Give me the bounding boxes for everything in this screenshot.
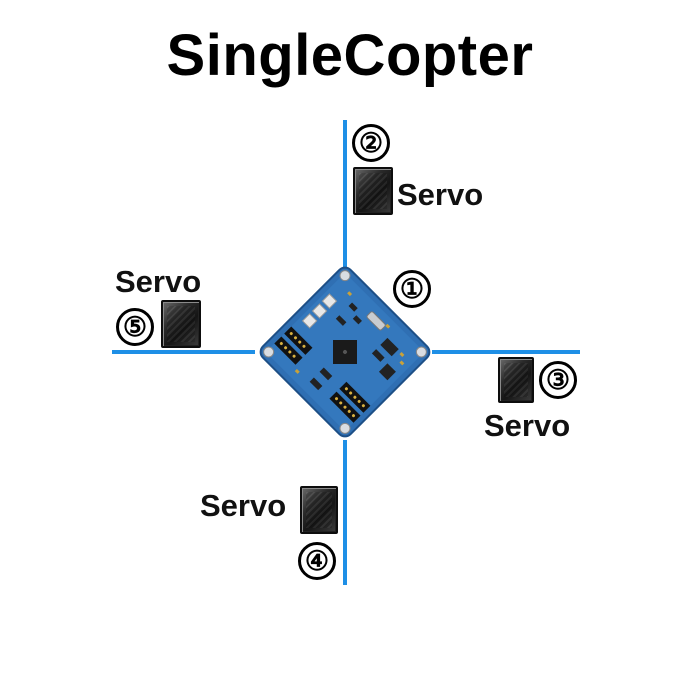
- board-number-badge: ①: [393, 270, 431, 308]
- servo-3-icon: [498, 357, 534, 403]
- servo-4-number: ④: [298, 542, 336, 580]
- servo-3-number: ③: [539, 361, 577, 399]
- servo-4-label: Servo: [200, 488, 287, 523]
- diagram-title: SingleCopter: [166, 23, 534, 88]
- servo-5-label: Servo: [115, 264, 202, 299]
- servo-5-icon: [161, 300, 201, 348]
- servo-4-icon: [300, 486, 338, 534]
- servo-2-icon: [353, 167, 393, 215]
- flight-controller-board: [259, 266, 431, 438]
- servo-2-label: Servo: [397, 177, 484, 212]
- servo-2-number: ②: [352, 124, 390, 162]
- servo-5-number: ⑤: [116, 308, 154, 346]
- servo-3-label: Servo: [484, 408, 571, 443]
